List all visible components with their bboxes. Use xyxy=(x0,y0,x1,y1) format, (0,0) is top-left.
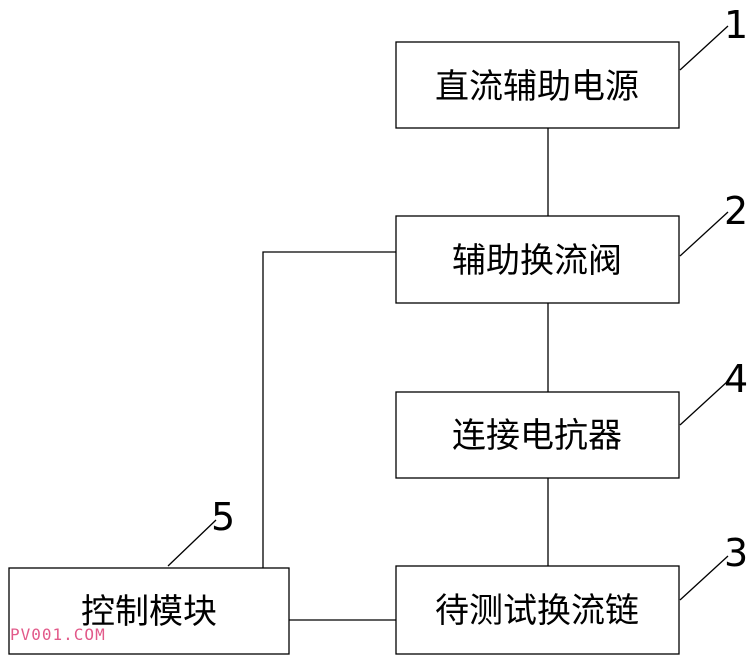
block-connecting-reactor: 连接电抗器 xyxy=(395,391,680,479)
leader-line-5 xyxy=(167,519,217,567)
block-aux-commutation-valve: 辅助换流阀 xyxy=(395,215,680,304)
block-control-module: 控制模块 xyxy=(8,567,290,655)
leader-line-1 xyxy=(679,25,729,71)
leader-line-4 xyxy=(679,380,729,426)
block-label: 辅助换流阀 xyxy=(452,241,622,281)
block-label: 控制模块 xyxy=(81,592,217,632)
block-label: 直流辅助电源 xyxy=(435,67,639,107)
reference-number-3: 3 xyxy=(724,531,748,575)
block-label: 待测试换流链 xyxy=(435,591,639,631)
connector-control-to-valve xyxy=(262,251,396,568)
reference-number-2: 2 xyxy=(724,189,748,233)
block-label: 连接电抗器 xyxy=(452,416,622,456)
leader-line-3 xyxy=(679,555,729,601)
reference-number-5: 5 xyxy=(211,495,235,539)
block-dc-aux-power: 直流辅助电源 xyxy=(395,41,680,129)
reference-number-1: 1 xyxy=(724,3,748,47)
watermark-text: PV001.COM xyxy=(10,625,106,644)
block-commutation-chain-under-test: 待测试换流链 xyxy=(395,565,680,655)
reference-number-4: 4 xyxy=(724,357,748,401)
leader-line-2 xyxy=(679,211,729,257)
